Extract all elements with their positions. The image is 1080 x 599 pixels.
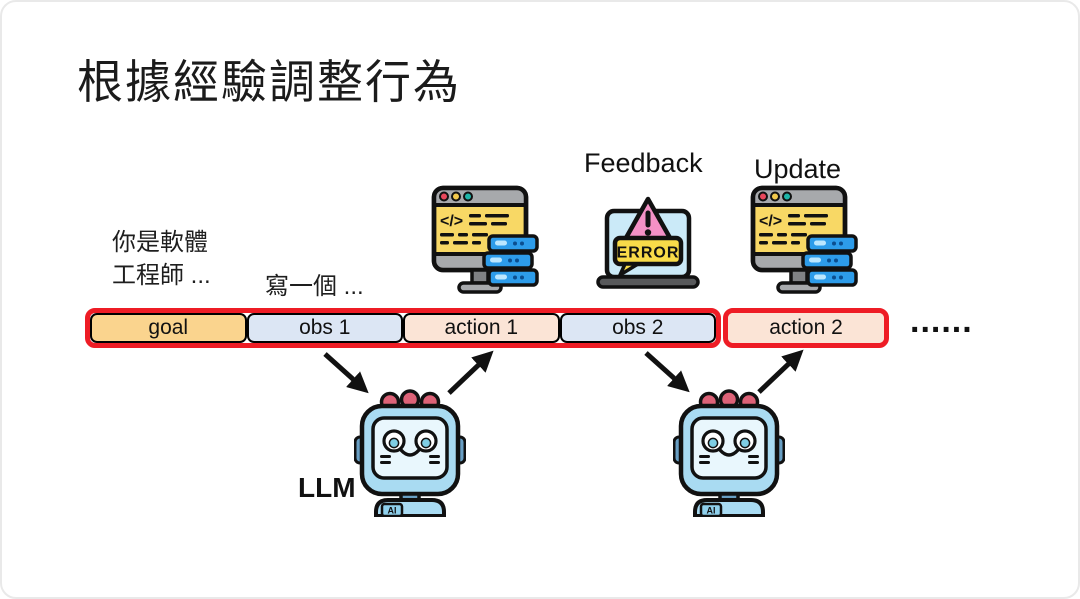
system-prompt-line2: 工程師 ... xyxy=(112,262,211,289)
system-prompt-line1: 你是軟體 xyxy=(112,229,208,256)
page-title: 根據經驗調整行為 xyxy=(77,56,461,108)
database-stack-icon xyxy=(801,234,858,287)
error-text: ERROR xyxy=(617,245,680,262)
user-prompt-text: 寫一個 ... xyxy=(265,273,364,300)
ai-badge-text: AI xyxy=(707,506,716,516)
code-lines xyxy=(759,214,828,245)
code-editor-icon-1: </> xyxy=(431,185,539,294)
arrow-context-to-llm1 xyxy=(323,352,369,394)
update-label: Update xyxy=(754,154,842,184)
code-editor-icon-2: </> xyxy=(750,185,858,294)
window-dot-red xyxy=(439,191,449,202)
feedback-label: Feedback xyxy=(584,148,703,178)
ai-badge xyxy=(699,502,723,517)
robot-face xyxy=(371,416,449,480)
code-glyph: </> xyxy=(759,213,782,230)
error-speech-bubble xyxy=(612,235,684,267)
segment-action-1: action 1 xyxy=(403,313,560,343)
segment-obs-2: obs 2 xyxy=(559,313,716,343)
window-dot-teal xyxy=(463,191,473,202)
error-laptop-icon: ERROR xyxy=(596,196,700,289)
segment-obs-1: obs 1 xyxy=(246,313,403,343)
code-glyph: </> xyxy=(440,213,463,230)
segment-goal: goal xyxy=(90,313,247,343)
system-prompt-text: 你是軟體 工程師 ... xyxy=(112,226,211,292)
monitor-stand xyxy=(470,268,490,285)
robot-cheek-marks xyxy=(380,455,440,464)
code-lines xyxy=(440,214,509,245)
ellipsis-label: ...... xyxy=(910,302,973,340)
laptop-base xyxy=(596,275,700,289)
trajectory-bar-new-action: action 2 xyxy=(723,308,889,348)
llm-label: LLM xyxy=(298,472,356,503)
segment-action-2: action 2 xyxy=(728,313,884,343)
robot-smile xyxy=(399,448,421,457)
window-dot-yellow xyxy=(451,191,461,202)
robot-icon-2: AI xyxy=(673,389,785,517)
robot-icon-1: AI xyxy=(354,389,466,517)
ai-badge-text: AI xyxy=(388,506,397,516)
arrow-obs2-to-llm2 xyxy=(644,351,690,393)
database-stack-icon xyxy=(482,234,539,287)
trajectory-bar: goal obs 1 action 1 obs 2 xyxy=(85,308,721,348)
ai-badge xyxy=(380,502,404,517)
